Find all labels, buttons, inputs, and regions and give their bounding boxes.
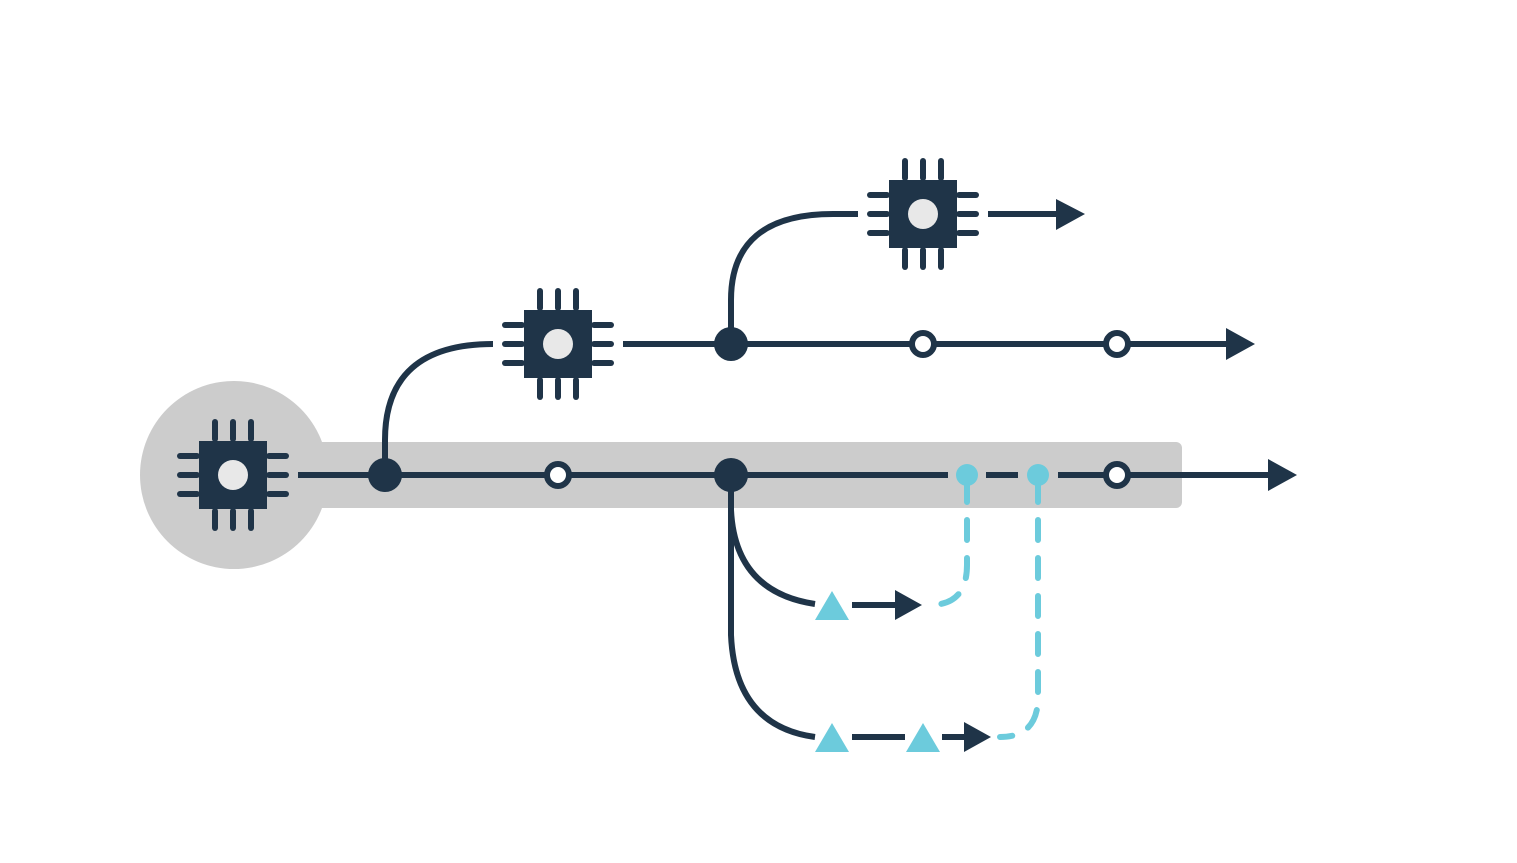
triangle-icon	[815, 723, 849, 752]
filled-node-icon	[714, 327, 748, 361]
hollow-node-icon	[544, 461, 572, 489]
sub-branch-b-curve	[728, 510, 816, 740]
filled-node-icon	[368, 458, 402, 492]
merge-line-b	[997, 479, 1041, 740]
hollow-node-icon	[1103, 330, 1131, 358]
merge-line-a	[927, 479, 970, 608]
hollow-node-icon	[909, 330, 937, 358]
chip-icon	[870, 161, 976, 267]
dot-icon	[956, 464, 978, 486]
merge-lines	[927, 479, 1041, 740]
branch-2-arrowhead	[1056, 199, 1085, 230]
sub-branch-a-arrowhead	[895, 590, 922, 620]
triangle-icon	[906, 723, 940, 752]
main-lane-arrowhead	[1268, 459, 1297, 491]
merge-dots	[956, 464, 1049, 486]
dot-icon	[1027, 464, 1049, 486]
checkpoint-nodes	[544, 330, 1131, 489]
triangle-markers	[815, 591, 940, 752]
filled-node-icon	[714, 458, 748, 492]
branch-2-lane	[728, 211, 1060, 344]
chip-icon	[505, 291, 611, 397]
sub-branch-lanes	[728, 475, 968, 740]
branch-1-arrowhead	[1226, 328, 1255, 360]
hollow-node-icon	[1103, 461, 1131, 489]
branch-nodes	[368, 327, 748, 492]
sub-branch-b-arrowhead	[964, 722, 991, 752]
triangle-icon	[815, 591, 849, 620]
